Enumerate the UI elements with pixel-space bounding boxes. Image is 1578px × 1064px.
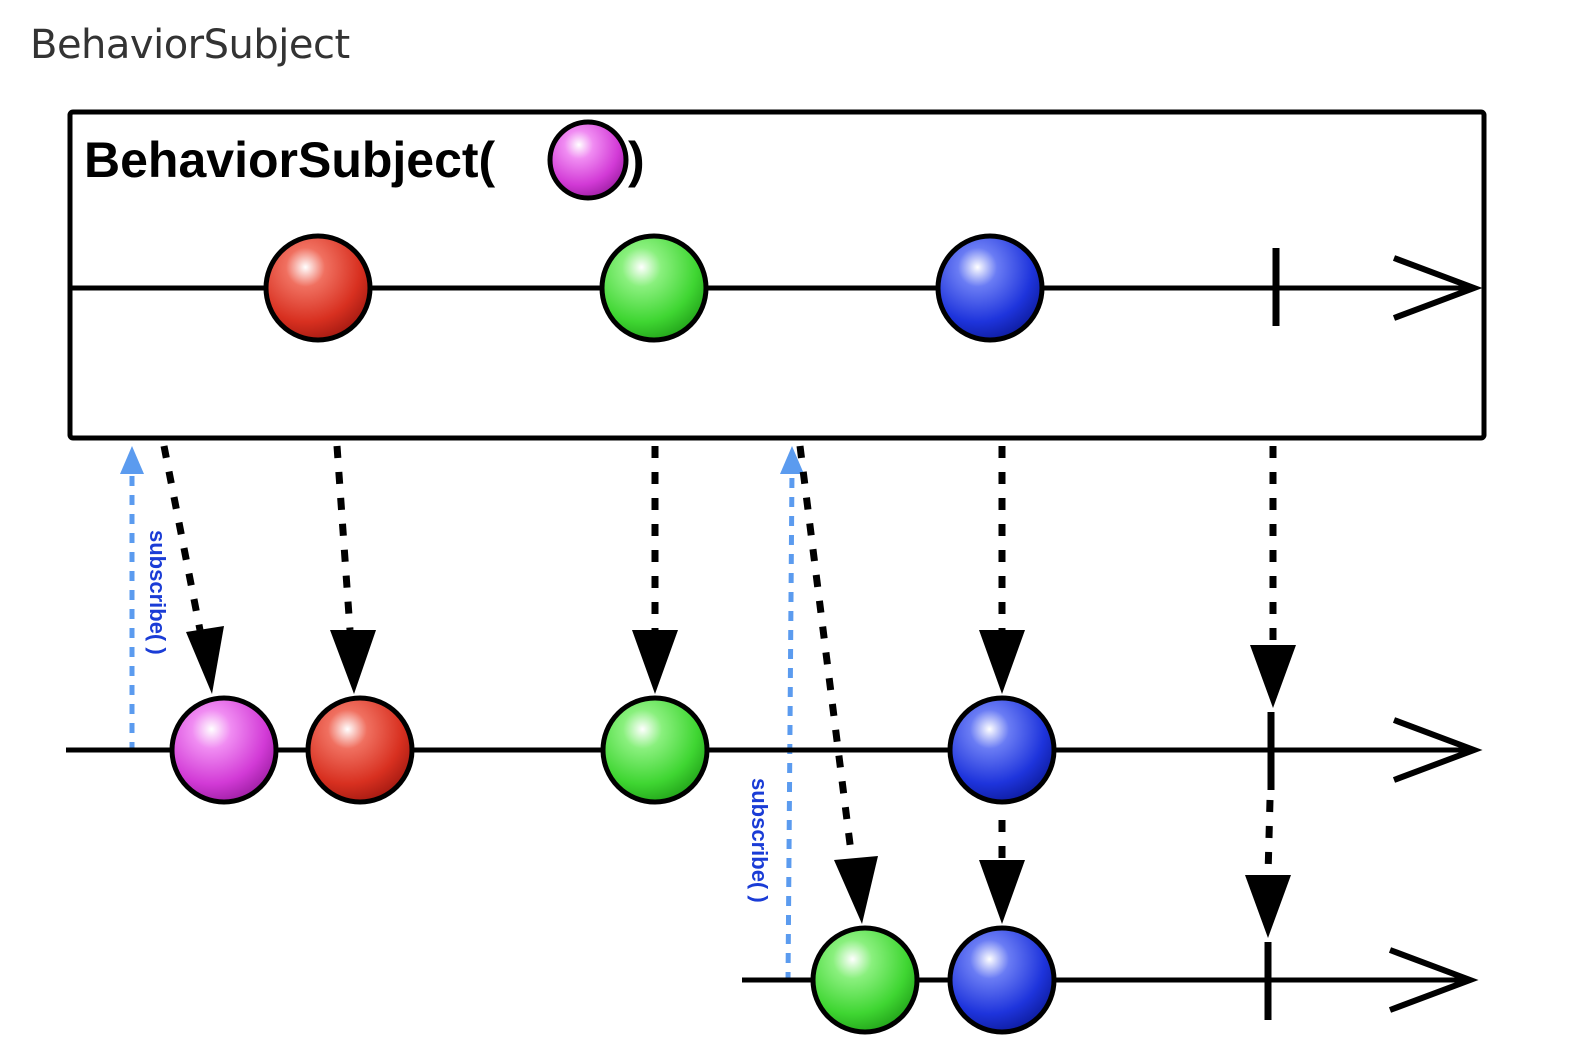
subscribe-label-2: subscribe( ) — [747, 778, 772, 903]
source-event-red — [263, 233, 373, 343]
subscribe-label-1: subscribe( ) — [145, 530, 170, 655]
source-timeline-arrowhead — [1392, 255, 1483, 321]
source-event-blue — [935, 233, 1045, 343]
subscriber-1-event-red — [305, 695, 415, 805]
emission-arrow-2-green — [796, 445, 856, 861]
arrowhead-complete — [1250, 645, 1296, 708]
box-title-suffix: ) — [628, 132, 645, 188]
subscriber-2-event-blue — [947, 925, 1057, 1035]
subscribe-arrow-2 — [785, 469, 795, 983]
arrowhead-2-complete — [1245, 875, 1291, 938]
emission-arrows-subscriber-2 — [796, 445, 1274, 876]
subscribe-arrowhead-2 — [780, 446, 804, 474]
arrowheads-subscriber-1 — [186, 626, 1296, 708]
subscribe-arrowhead-1 — [120, 446, 144, 474]
arrowhead-red — [330, 630, 376, 694]
subscriber-1-event-magenta — [169, 695, 279, 805]
arrowhead-initial — [186, 626, 224, 694]
arrowhead-2-green — [834, 856, 878, 924]
arrowheads-subscriber-2 — [834, 856, 1291, 938]
emission-arrows-subscriber-1 — [160, 445, 1277, 645]
arrowhead-green — [632, 630, 678, 694]
subject-box-title: BehaviorSubject( — [84, 132, 496, 188]
subject-box — [67, 109, 1487, 441]
initial-value-marble — [547, 119, 629, 201]
arrowhead-blue — [979, 630, 1025, 694]
emission-arrow-2-complete — [1264, 799, 1274, 876]
arrowhead-2-blue — [979, 860, 1025, 924]
emission-arrow-red — [333, 445, 354, 631]
subscriber-2-arrowhead — [1388, 947, 1479, 1013]
subscriber-1-event-green — [600, 695, 710, 805]
page-title: BehaviorSubject — [30, 22, 350, 68]
source-event-green — [599, 233, 709, 343]
subscriber-1-arrowhead — [1392, 717, 1483, 783]
subscriber-1-event-blue — [947, 695, 1057, 805]
subscriber-2-event-green — [810, 925, 920, 1035]
emission-arrow-initial — [160, 445, 204, 631]
box-title-prefix: BehaviorSubject( — [84, 132, 496, 188]
